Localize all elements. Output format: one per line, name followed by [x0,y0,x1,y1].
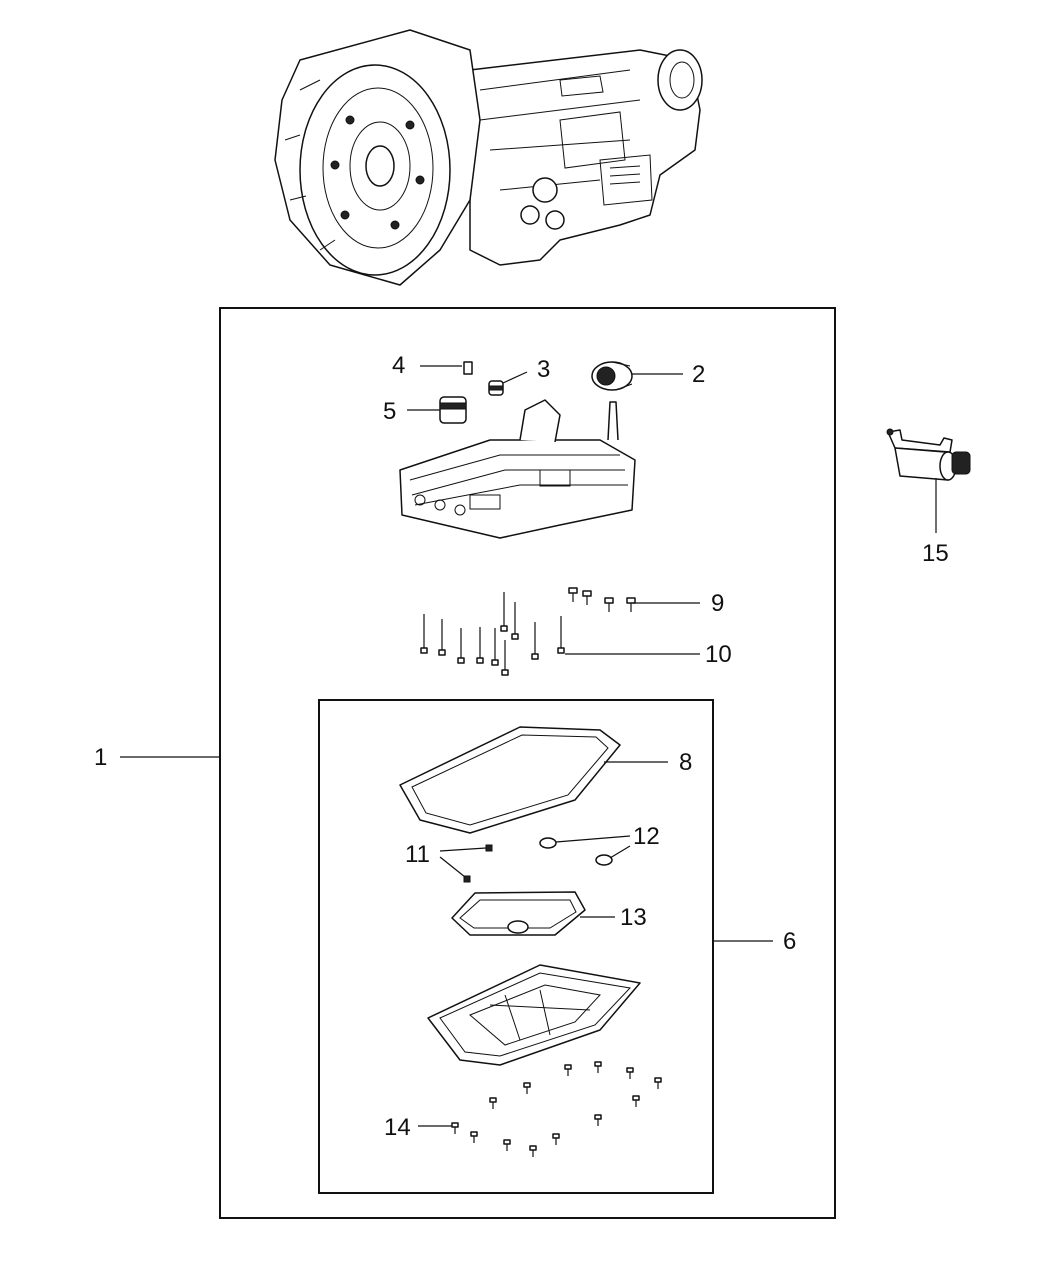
part-3-seal [488,380,504,396]
part-4-sleeve [463,361,473,375]
part-12-magnet-a [539,837,557,849]
part-9-short-bolts [568,587,636,612]
callout-2: 2 [692,361,705,388]
callout-3: 3 [537,356,550,383]
callout-13: 13 [620,904,647,931]
callout-10: 10 [705,641,732,668]
transmission-assembly [274,29,703,286]
callout-15: 15 [922,540,949,567]
callout-8: 8 [679,749,692,776]
part-14-pan-bolts [451,1061,662,1157]
callout-1: 1 [94,744,107,771]
oil-pan [427,964,641,1066]
part-13-filter [451,891,586,936]
leader-lines [120,365,937,1127]
callout-4: 4 [392,352,405,379]
part-15-actuator [886,428,971,481]
part-10-long-bolts [420,592,565,676]
callout-14: 14 [384,1114,411,1141]
callout-12: 12 [633,823,660,850]
callout-5: 5 [383,398,396,425]
valve-body [399,399,636,539]
part-11-plug-b [463,875,471,883]
kit-frame-inner [318,699,714,1194]
kit-frame-outer [219,307,836,1219]
part-11-plug-a [485,844,493,852]
part-12-magnet-b [595,854,613,866]
part-5-seal [439,396,467,424]
part-2-connector [591,361,633,391]
callout-11: 11 [405,841,430,868]
callout-9: 9 [711,590,724,617]
part-8-gasket [399,726,621,834]
callout-6: 6 [783,928,796,955]
